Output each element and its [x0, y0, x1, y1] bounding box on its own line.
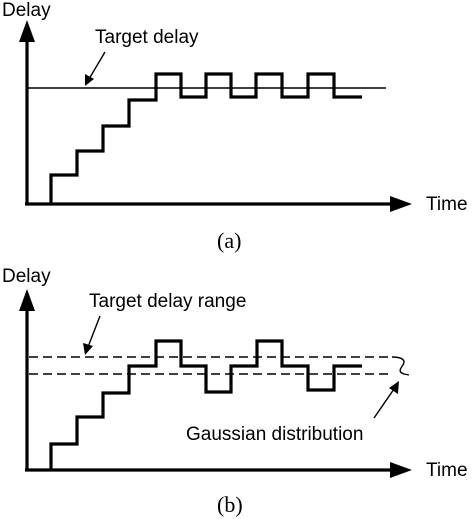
panel-b-bottom-annotation-arrowhead [389, 381, 399, 394]
panel-a-target-delay-label: Target delay [95, 27, 199, 48]
panel-a-delay-signal [49, 72, 362, 204]
panel-b: Delay Time Target delay range Gaussian d… [2, 266, 468, 517]
panel-a-annotation-arrow-shaft [88, 51, 106, 80]
panel-b-top-annotation-arrowhead [83, 343, 93, 355]
panel-b-x-axis-arrowhead [390, 462, 412, 478]
panel-a-y-axis-arrowhead [19, 20, 35, 42]
panel-a-x-axis-label: Time [426, 194, 468, 215]
panel-a-x-axis-arrowhead [390, 196, 412, 212]
panel-b-y-axis-arrowhead [19, 289, 35, 311]
panel-b-bottom-annotation-arrow-shaft [373, 388, 395, 419]
panel-b-top-annotation-arrow-shaft [87, 315, 101, 348]
panel-b-gaussian-label: Gaussian distribution [186, 424, 363, 445]
panel-a: Delay Time Target delay (a) [2, 0, 468, 253]
panel-b-target-range-label: Target delay range [89, 291, 246, 312]
panel-a-y-axis-label: Delay [2, 0, 51, 21]
panel-b-delay-signal [49, 339, 362, 470]
panel-b-gaussian-curve [391, 356, 410, 376]
panel-a-annotation-arrowhead [85, 74, 94, 86]
panel-b-x-axis-label: Time [426, 460, 468, 481]
panel-b-caption: (b) [217, 492, 243, 517]
panel-b-y-axis-label: Delay [2, 266, 51, 287]
panel-a-caption: (a) [217, 228, 241, 253]
